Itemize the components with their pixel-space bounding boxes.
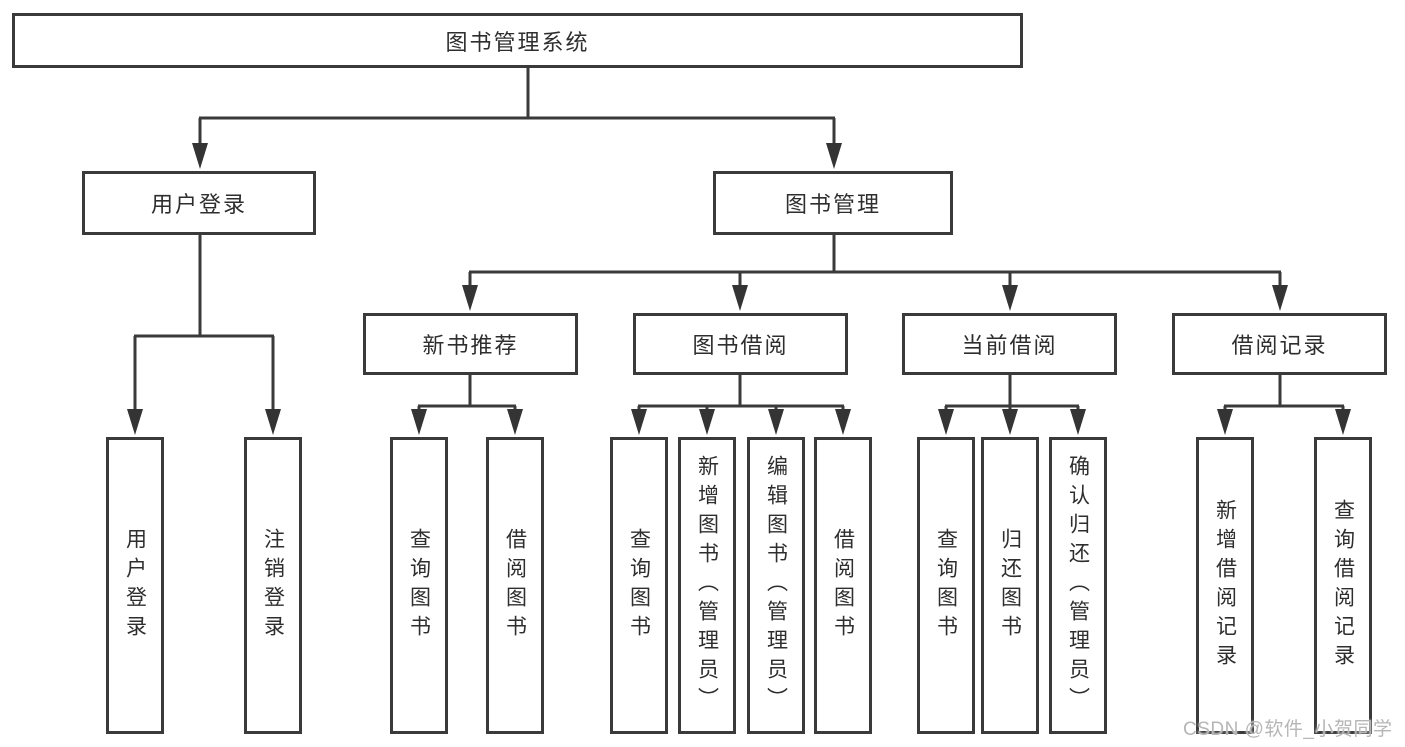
leaf-label: 新增借阅记录 [1213, 498, 1237, 673]
node-label: 图书管理系统 [445, 29, 590, 55]
node-label: 图书管理 [784, 192, 881, 217]
leaf-label: 确认归还（管理员） [1066, 455, 1090, 716]
leaf-label: 新增图书（管理员） [695, 455, 719, 716]
node-library-system: 图书管理系统 [12, 13, 1023, 68]
node-new-book-recommend: 新书推荐 [363, 313, 578, 375]
leaf-add-book-admin: 新增图书（管理员） [678, 437, 736, 734]
leaf-label: 用户登录 [123, 527, 147, 644]
node-label: 当前借阅 [961, 333, 1058, 358]
leaf-confirm-return-admin: 确认归还（管理员） [1049, 437, 1107, 734]
leaf-query-books-borrowing: 查询图书 [610, 437, 668, 734]
leaf-label: 归还图书 [998, 527, 1022, 644]
leaf-logout: 注销登录 [244, 437, 302, 734]
leaf-label: 查询借阅记录 [1331, 498, 1355, 673]
csdn-watermark: CSDN @软件_小贺同学 [1183, 719, 1393, 740]
node-label: 图书借阅 [692, 333, 789, 358]
node-current-borrowing: 当前借阅 [902, 313, 1117, 375]
node-label: 借阅记录 [1231, 333, 1328, 358]
leaf-label: 编辑图书（管理员） [764, 455, 788, 716]
leaf-label: 查询图书 [934, 527, 958, 644]
leaf-query-borrow-record: 查询借阅记录 [1314, 437, 1372, 734]
leaf-borrow-books-borrowing: 借阅图书 [814, 437, 872, 734]
node-borrowing-records: 借阅记录 [1172, 313, 1387, 375]
leaf-label: 查询图书 [407, 527, 431, 644]
leaf-query-books-recommend: 查询图书 [390, 437, 448, 734]
leaf-user-login: 用户登录 [106, 437, 164, 734]
node-book-management: 图书管理 [713, 171, 953, 235]
leaf-label: 借阅图书 [503, 527, 527, 644]
leaf-edit-book-admin: 编辑图书（管理员） [747, 437, 805, 734]
leaf-borrow-books-recommend: 借阅图书 [486, 437, 544, 734]
leaf-return-books: 归还图书 [981, 437, 1039, 734]
leaf-label: 查询图书 [627, 527, 651, 644]
node-book-borrowing: 图书借阅 [633, 313, 848, 375]
leaf-add-borrow-record: 新增借阅记录 [1196, 437, 1254, 734]
node-user-login: 用户登录 [82, 171, 316, 235]
node-label: 用户登录 [150, 192, 247, 217]
leaf-query-books-current: 查询图书 [917, 437, 975, 734]
node-label: 新书推荐 [422, 333, 519, 358]
leaf-label: 借阅图书 [831, 527, 855, 644]
leaf-label: 注销登录 [261, 527, 285, 644]
